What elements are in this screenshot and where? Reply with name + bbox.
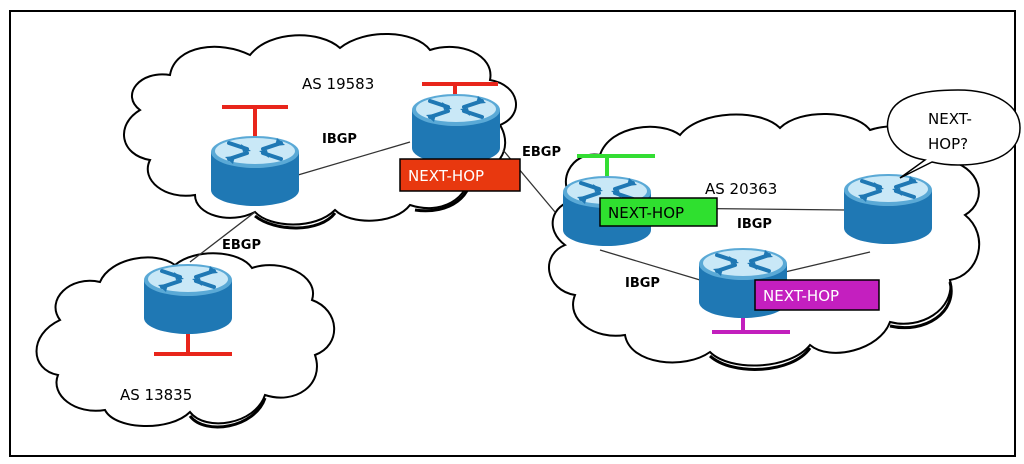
callout-line1: NEXT- xyxy=(928,110,972,128)
label-as20363: AS 20363 xyxy=(705,180,777,198)
label-ibgp-as19583: IBGP xyxy=(322,132,357,147)
frame-border xyxy=(9,10,1016,457)
next-hop-tag-green-label: NEXT-HOP xyxy=(608,204,684,222)
label-ibgp-20363-right: IBGP xyxy=(737,217,772,232)
label-ebgp-19583-20363: EBGP xyxy=(522,145,561,160)
next-hop-tag-green: NEXT-HOP xyxy=(599,197,718,227)
router-icon xyxy=(410,92,502,166)
label-ebgp-19583-13835: EBGP xyxy=(222,238,261,253)
router-icon xyxy=(209,134,301,208)
router-icon xyxy=(142,262,234,336)
label-as13835: AS 13835 xyxy=(120,386,192,404)
link-ibgp-20363-bottom xyxy=(599,249,701,281)
callout-bubble: NEXT- HOP? xyxy=(886,89,1021,179)
link-ibgp-as19583 xyxy=(297,141,411,176)
cloud-as20363-shadow xyxy=(708,281,953,371)
link-ebgp-19583-13835 xyxy=(189,211,256,263)
callout-line2: HOP? xyxy=(928,135,968,153)
router-as20363-right xyxy=(842,172,934,246)
cloud-as13835 xyxy=(35,252,336,428)
cloud-as13835-shadow xyxy=(188,397,267,429)
router-as19583-right xyxy=(410,82,502,166)
label-ibgp-20363-bottom: IBGP xyxy=(625,276,660,291)
link-ibgp-20363-br xyxy=(784,251,871,273)
next-hop-tag-red: NEXT-HOP xyxy=(399,158,521,192)
router-as13835 xyxy=(142,262,234,356)
router-as19583-left xyxy=(209,105,301,208)
next-hop-tag-magenta-label: NEXT-HOP xyxy=(763,287,839,305)
next-hop-tag-red-label: NEXT-HOP xyxy=(408,167,484,185)
router-icon xyxy=(842,172,934,246)
router-as20363-left xyxy=(561,154,655,248)
label-as19583: AS 19583 xyxy=(302,75,374,93)
router-as20363-bottom xyxy=(697,246,790,334)
next-hop-tag-magenta: NEXT-HOP xyxy=(754,279,880,311)
